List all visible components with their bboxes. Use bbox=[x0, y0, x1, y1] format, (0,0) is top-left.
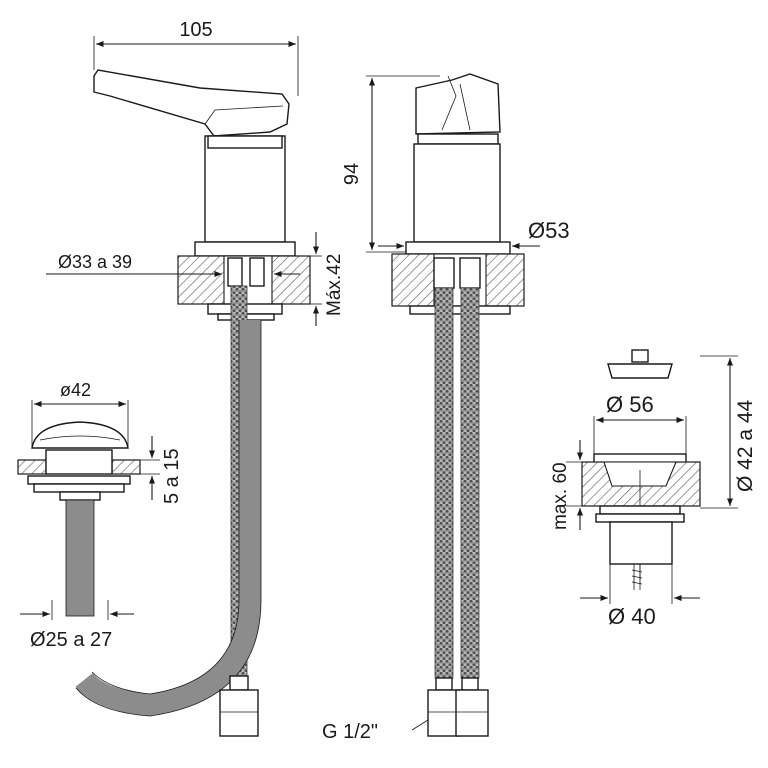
base-flange-front bbox=[405, 241, 511, 255]
faucet-side-view bbox=[75, 69, 311, 737]
base-flange bbox=[194, 241, 296, 257]
label-dia-53: Ø53 bbox=[528, 218, 570, 243]
faucet-front-view bbox=[391, 73, 525, 737]
label-94: 94 bbox=[341, 163, 363, 185]
hose-fitting-left bbox=[219, 689, 259, 737]
hose-fitting-middle-1 bbox=[427, 689, 461, 737]
lever-handle bbox=[93, 69, 290, 137]
label-105: 105 bbox=[179, 19, 212, 41]
dimension-dia-40: Ø 40 bbox=[580, 564, 700, 629]
label-dia-40: Ø 40 bbox=[608, 604, 656, 629]
waste-pipe bbox=[75, 320, 261, 717]
thread-callout: G 1/2" bbox=[322, 719, 429, 743]
dimension-cap-diameter: ø42 bbox=[31, 380, 129, 448]
label-max-60: max. 60 bbox=[550, 462, 571, 530]
dimension-max-thickness: Máx.42 bbox=[310, 232, 345, 326]
label-dia-42-44: Ø 42 a 44 bbox=[734, 399, 757, 492]
hose-fitting-middle-2 bbox=[455, 689, 489, 737]
faucet-body-front bbox=[413, 143, 501, 243]
hose-middle-2 bbox=[460, 287, 480, 679]
waste-valve-detail bbox=[581, 349, 701, 590]
cap-dome bbox=[31, 421, 129, 449]
valve-body bbox=[609, 521, 673, 565]
handle-front bbox=[415, 73, 501, 135]
label-dia-25-27: Ø25 a 27 bbox=[30, 629, 112, 651]
label-dia-33-39: Ø33 a 39 bbox=[58, 252, 132, 272]
dimension-height: 94 bbox=[341, 75, 440, 253]
dimension-dia-56: Ø 56 bbox=[593, 392, 687, 454]
dimension-hole-diameter: Ø33 a 39 bbox=[46, 252, 300, 278]
label-thread: G 1/2" bbox=[322, 721, 378, 743]
valve-knob bbox=[607, 363, 673, 379]
label-max-42: Máx.42 bbox=[324, 254, 345, 316]
dimension-flange-diameter: Ø53 bbox=[378, 218, 570, 250]
faucet-body bbox=[204, 135, 286, 243]
popup-cap-detail bbox=[17, 421, 141, 617]
dimension-max-60: max. 60 bbox=[550, 440, 596, 530]
dimension-25-27: Ø25 a 27 bbox=[20, 600, 134, 651]
label-dia-56: Ø 56 bbox=[606, 392, 654, 417]
hose-middle-1 bbox=[434, 287, 454, 679]
dimension-width: 105 bbox=[93, 19, 299, 96]
label-5-15: 5 a 15 bbox=[161, 448, 183, 504]
dimension-dia-42-44: Ø 42 a 44 bbox=[700, 355, 757, 509]
label-dia-42: ø42 bbox=[60, 380, 91, 400]
dimension-5-15: 5 a 15 bbox=[138, 436, 183, 504]
